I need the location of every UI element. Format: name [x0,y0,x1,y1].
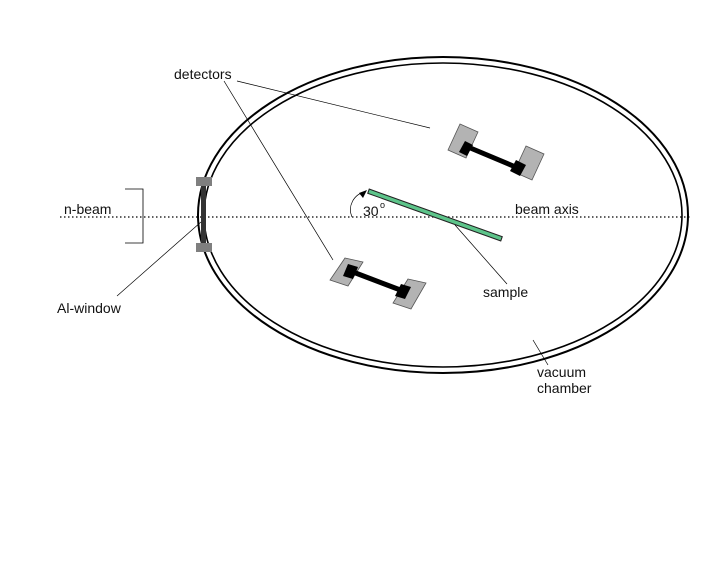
detector-lower [329,257,427,310]
al-window [196,177,212,252]
vacuum-label: vacuum [537,364,586,380]
sample-plate-fill [368,189,502,241]
window-clamp-bottom [196,243,212,252]
sample-label: sample [483,284,528,300]
window-clamp-top [196,177,212,186]
detectors-leader-2 [223,80,334,261]
angle-arrowhead [359,190,367,198]
n-beam-bracket [125,188,144,244]
sample-leader [454,224,508,285]
degree-symbol: o [380,200,385,210]
n-beam-label: n-beam [64,201,111,217]
chamber-label: chamber [537,380,592,396]
vacuum-chamber-leader [532,339,549,366]
al-window-leader [116,221,202,297]
detectors-label: detectors [174,66,232,82]
detector-upper [447,123,545,181]
angle-label: 30 [363,203,379,219]
detectors-leader-1 [236,80,431,129]
al-window-label: Al-window [57,300,122,316]
vacuum-chamber-outer [197,56,689,374]
beam-axis-label: beam axis [515,201,579,217]
